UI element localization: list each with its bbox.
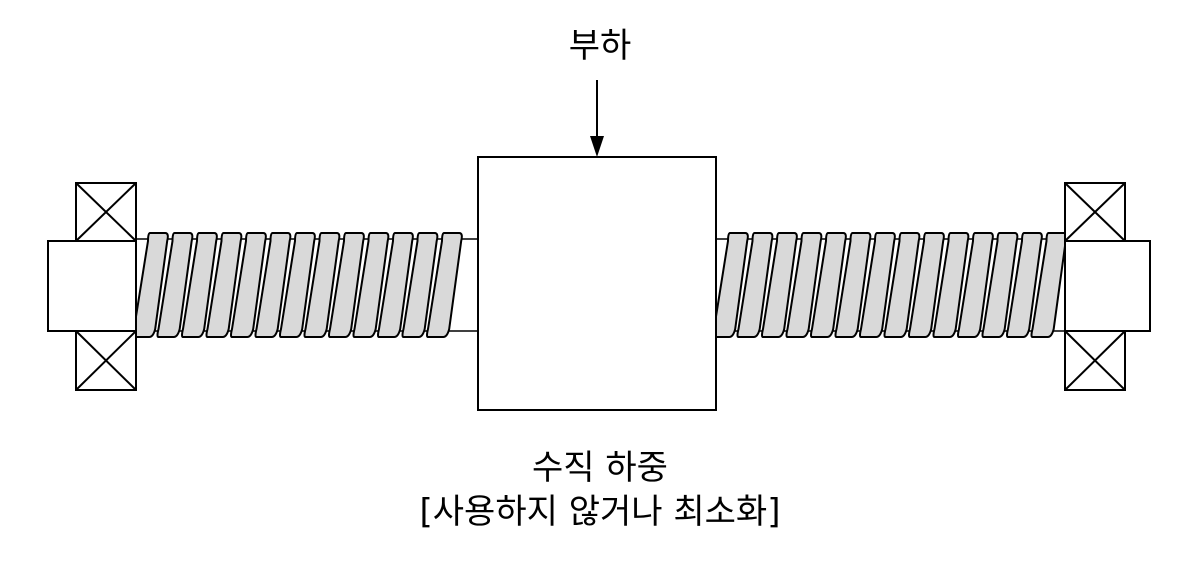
load-arrow-head [590,136,604,157]
right-thread-ridge-10 [957,232,994,338]
right-thread-ridge-4 [810,232,847,338]
left-thread-ridge-5 [254,232,292,338]
left-thread-ridge-4 [230,232,267,338]
right-thread-ridge-6 [859,232,896,338]
left-thread-ridge-2 [181,232,218,338]
right-thread-ridge-2 [761,232,798,338]
left-bearing-bottom-cross-b [75,330,137,391]
caption-vertical-load: 수직 하중 [532,448,668,488]
right-thread-ridge-7 [883,232,921,338]
left-thread-ridge-3 [205,232,243,338]
right-bearing-top-cross-b [1064,182,1126,242]
left-thread-ridge-10 [377,232,414,338]
right-thread-ridge-3 [785,232,823,338]
right-bearing-bottom-cross-b [1064,330,1126,391]
load-label: 부하 [568,26,632,66]
right-thread-ridge-1 [736,232,774,338]
left-thread-ridge-1 [156,232,194,338]
left-thread-ridge-9 [352,232,390,338]
right-thread-ridge-8 [908,232,945,338]
left-thread-ridge-6 [279,232,316,338]
right-screw-thread [712,232,1068,338]
right-bearing-support [1064,182,1151,391]
right-thread-ridge-5 [834,232,872,338]
left-thread-ridge-11 [401,232,439,338]
load-arrow [590,80,604,157]
right-thread-ridge-0 [712,232,749,338]
right-thread-ridge-9 [932,232,970,338]
left-bearing-support [47,182,137,391]
right-shaft-end [1064,240,1151,332]
left-thread-ridge-0 [132,232,169,338]
nut-block [477,156,717,411]
left-shaft-end [47,240,137,332]
left-thread-ridge-7 [303,232,341,338]
left-thread-ridge-12 [426,232,463,338]
left-screw-thread [132,232,479,338]
left-thread-ridge-8 [328,232,365,338]
left-bearing-top-cross-b [75,182,137,242]
right-thread-ridge-12 [1006,232,1043,338]
caption-not-used-or-minimized: [사용하지 않거나 최소화] [419,492,781,532]
right-thread-ridge-11 [981,232,1019,338]
